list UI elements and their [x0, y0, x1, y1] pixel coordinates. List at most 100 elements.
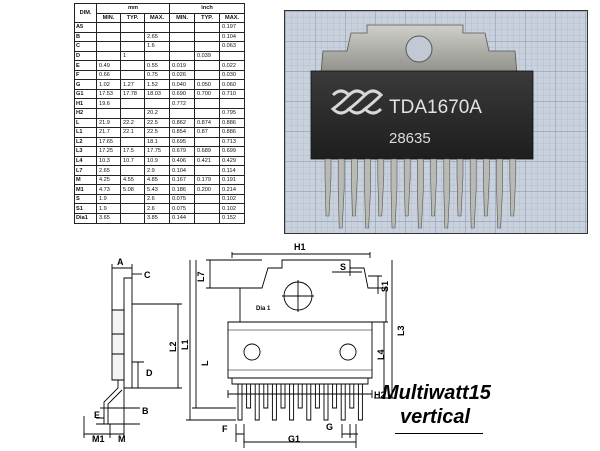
dim-value-cell: 0.75 [143, 69, 171, 81]
drawing-lead [340, 384, 346, 421]
chip-pin [390, 158, 398, 229]
dim-name-cell: G [74, 79, 97, 90]
dim-value-cell [194, 60, 221, 71]
dim-name-cell: S1 [74, 203, 97, 215]
subheader-cell: MAX. [219, 12, 246, 24]
chip-pin [443, 158, 451, 229]
chip-photo: TDA1670A 28635 [284, 10, 588, 234]
dim-name-cell: E [74, 60, 97, 71]
dim-value-cell: 0.075 [169, 193, 196, 205]
package-caption: Multiwatt15 vertical [382, 381, 532, 429]
dim-name-cell: G1 [74, 88, 97, 100]
dim-value-cell [194, 98, 221, 109]
dim-value-cell: 1.9 [96, 193, 121, 205]
label-s: S [340, 262, 346, 272]
label-l1: L1 [180, 339, 190, 350]
dim-value-cell [169, 41, 196, 52]
dim-value-cell [120, 108, 145, 119]
dim-name-cell: M [74, 174, 97, 186]
chip-pin [483, 158, 490, 217]
dim-value-cell: 0.854 [169, 127, 196, 138]
dim-value-cell [120, 193, 145, 205]
dim-value-cell: 2.6 [143, 203, 171, 215]
dim-value-cell: 0.197 [219, 22, 246, 33]
dim-value-cell: 17.78 [120, 88, 145, 100]
dim-value-cell: 0.144 [169, 213, 196, 224]
dim-value-cell [194, 165, 221, 176]
dim-value-cell [96, 50, 121, 62]
chip-pin [417, 158, 424, 229]
dim-value-cell [169, 50, 196, 62]
dim-value-cell: 0.200 [194, 184, 221, 195]
dim-value-cell [169, 31, 196, 43]
dim-value-cell: 0.429 [219, 155, 246, 167]
dim-value-cell: 0.874 [194, 117, 221, 129]
mounting-hole [405, 35, 433, 63]
dim-value-cell: 3.85 [143, 213, 171, 224]
dim-value-cell: 19.6 [96, 98, 121, 109]
dim-value-cell [96, 108, 121, 119]
dim-value-cell: 0.700 [194, 88, 221, 100]
drawing-lead [332, 384, 338, 409]
dim-value-cell: 18.1 [143, 136, 171, 148]
dim-value-cell [96, 41, 121, 52]
label-e: E [94, 410, 100, 420]
dim-value-cell [194, 193, 221, 205]
dim-value-cell: 1.02 [96, 79, 121, 90]
dim-value-cell [120, 98, 145, 109]
dim-name-cell: L2 [74, 136, 97, 148]
chip-pin [324, 158, 332, 217]
dim-value-cell: 1.6 [143, 41, 171, 52]
dim-value-cell: 5.43 [143, 184, 171, 195]
dim-name-cell: S [74, 193, 97, 205]
dim-name-cell: L3 [74, 146, 97, 157]
subheader-cell: MIN. [96, 12, 121, 24]
chip-lot-code: 28635 [389, 130, 431, 147]
subheader-cell: TYP. [194, 12, 221, 24]
dim-name-cell: L1 [74, 127, 97, 138]
dim-name-cell: M1 [74, 184, 97, 195]
dim-value-cell [219, 98, 246, 109]
drawing-lead [297, 384, 303, 409]
dim-value-cell: 21.9 [96, 117, 121, 129]
drawing-lead [237, 384, 243, 421]
dim-value-cell: 10.3 [96, 155, 121, 167]
dim-value-cell: 4.25 [96, 174, 121, 186]
dim-value-cell [120, 136, 145, 148]
dim-value-cell: 17.53 [96, 88, 121, 100]
subheader-cell: TYP. [120, 12, 145, 24]
dim-value-cell: 0.49 [96, 60, 121, 71]
dim-name-cell: D [74, 50, 97, 62]
dim-value-cell: 22.1 [120, 127, 145, 138]
front-view-tab [239, 259, 387, 323]
subheader-cell: MAX. [143, 12, 171, 24]
label-b: B [142, 406, 149, 416]
dim-value-cell [194, 41, 221, 52]
caption-underline [395, 433, 483, 434]
drawing-lead [306, 384, 312, 421]
label-d: D [146, 368, 153, 378]
drawing-lead [246, 384, 252, 409]
dim-value-cell: 0.690 [169, 88, 196, 100]
dim-value-cell: 20.2 [143, 108, 171, 119]
dim-value-cell: 1.27 [120, 79, 145, 90]
chip-pin [403, 158, 411, 217]
chip-pin [456, 158, 464, 217]
dim-value-cell: 5.08 [120, 184, 145, 195]
drawing-lead [289, 384, 295, 421]
dim-value-cell [143, 98, 171, 109]
dim-value-cell [120, 213, 145, 224]
dim-value-cell: 0.689 [194, 146, 221, 157]
drawing-lead [357, 384, 363, 421]
